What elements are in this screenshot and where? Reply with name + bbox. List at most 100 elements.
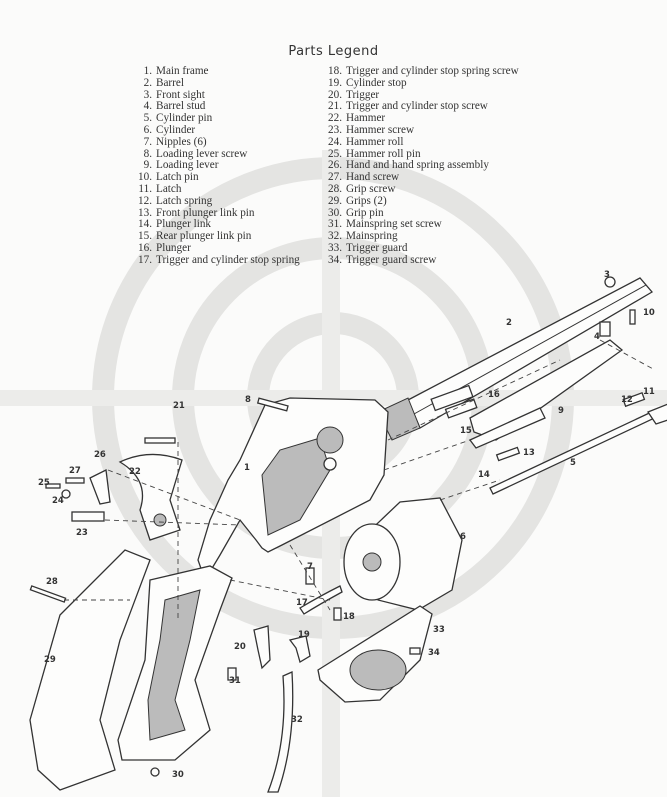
trigger [253,625,271,670]
legend-item-label: Mainspring [346,230,398,243]
legend-item-label: Grips (2) [346,194,387,207]
legend-item-number: 15. [138,230,152,243]
legend-item-number: 16. [138,241,152,254]
legend-item-number: 32. [328,230,342,243]
legend-item: 28.Grip screw [322,183,519,196]
callout-5: 5 [570,458,576,468]
assembly-lines [64,339,656,620]
trigger-stop-screw [144,437,176,444]
callout-27: 27 [69,466,81,476]
legend-item: 24.Hammer roll [322,135,519,149]
callout-9: 9 [558,406,564,416]
legend-item-label: Front plunger link pin [156,206,255,219]
legend-item: 30. Grip pin [322,206,519,220]
legend-item-number: 7. [143,135,152,148]
callout-6: 6 [460,532,466,542]
callout-24: 24 [52,496,64,506]
callout-17: 17 [296,598,308,608]
legend-item-label: Grip pin [346,206,384,219]
callout-16: 16 [488,390,500,400]
legend-item-number: 20. [328,88,342,101]
legend-item-label: Plunger link [156,218,212,231]
callout-21: 21 [173,401,185,411]
legend-item: 6.Cylinder [132,123,300,137]
legend-item-number: 26. [328,159,342,172]
legend-item-label: Front sight [156,88,205,101]
grip-screw [29,585,67,603]
legend-item: 2.Barrel [132,77,300,90]
callout-33: 33 [433,625,445,635]
callout-26: 26 [94,450,106,460]
legend-title: Parts Legend [288,44,379,59]
legend-item-label: Trigger [346,88,380,101]
legend-item: 8.Loading lever screw [132,147,300,161]
legend-item-label: Mainspring set screw [346,218,442,231]
cylinder-stop [288,635,311,663]
mainspring [267,671,294,793]
legend-item: 26.Hand and hand spring assembly [322,159,519,172]
legend-item: 7.Nipples (6) [132,135,300,149]
legend-item-label: Barrel stud [156,100,206,113]
callout-7: 7 [307,562,313,572]
callout-34: 34 [428,648,440,658]
stop-spring [299,585,343,615]
legend-item-label: Trigger and cylinder stop screw [346,100,488,113]
barrel-stud [599,321,611,337]
legend-item-label: Hammer [346,112,386,125]
legend-item-label: Hammer roll pin [346,147,421,160]
legend-item: 32. Mainspring [322,230,519,243]
legend-item: 33.Trigger guard [322,241,519,255]
legend-item: 27.Hand screw [322,171,519,184]
legend-item-label: Cylinder [156,123,196,136]
callout-28: 28 [46,577,58,587]
legend-item-number: 23. [328,123,342,136]
legend-item-number: 29. [328,194,342,207]
legend-item-number: 33. [328,241,342,254]
legend-item-number: 24. [328,135,342,148]
callout-23: 23 [76,528,88,538]
legend-item-number: 30. [328,206,342,219]
hand-assembly [89,469,111,505]
legend-item-label: Cylinder pin [156,112,213,125]
callout-13: 13 [523,448,535,458]
legend-item-number: 1. [143,65,152,77]
legend-column-2: 18. Trigger and cylinder stop spring scre… [322,65,519,267]
legend-item: 9.Loading lever [132,159,300,172]
callout-25: 25 [38,478,50,488]
hammer-screw [71,511,105,522]
legend-item-number: 34. [328,253,342,266]
legend-item: 11.Latch [132,183,300,196]
legend-item-label: Main frame [156,65,209,77]
legend-item-number: 14. [138,218,152,231]
legend-item: 16.Plunger [132,241,300,255]
legend-item: 4.Barrel stud [132,100,300,113]
legend-item: 29. Grips (2) [322,194,519,208]
legend-item: 23.Hammer screw [322,123,519,137]
trigger-guard [317,605,433,703]
callout-22: 22 [129,467,141,477]
legend-item: 22. Hammer [322,112,519,125]
legend-item-number: 18. [328,65,342,77]
legend-item: 34.Trigger guard screw [322,253,519,267]
legend-item-label: Latch spring [156,194,213,207]
legend-item-label: Trigger and cylinder stop spring screw [346,65,519,77]
legend-item-number: 8. [143,147,152,160]
cylinder [343,497,463,611]
legend-item-label: Hand screw [346,171,400,184]
legend-item-label: Trigger and cylinder stop spring [156,253,300,266]
grip-pin [150,767,160,777]
hammer-roll-pin [45,483,61,489]
callout-numbers: 1234567891011121314151617181920212223242… [38,270,655,780]
callout-19: 19 [298,630,310,640]
legend-item: 20. Trigger [322,88,519,102]
hammer-roll [61,489,71,499]
main-frame [197,397,389,582]
legend-item-number: 22. [328,112,342,125]
legend-item: 31.Mainspring set screw [322,218,519,231]
legend-item: 13.Front plunger link pin [132,206,300,220]
trigger-guard-screw [409,647,421,655]
callout-8: 8 [245,395,251,405]
hand-screw [65,477,85,484]
legend-item: 15.Rear plunger link pin [132,230,300,243]
legend-item: 17.Trigger and cylinder stop spring [132,253,300,267]
